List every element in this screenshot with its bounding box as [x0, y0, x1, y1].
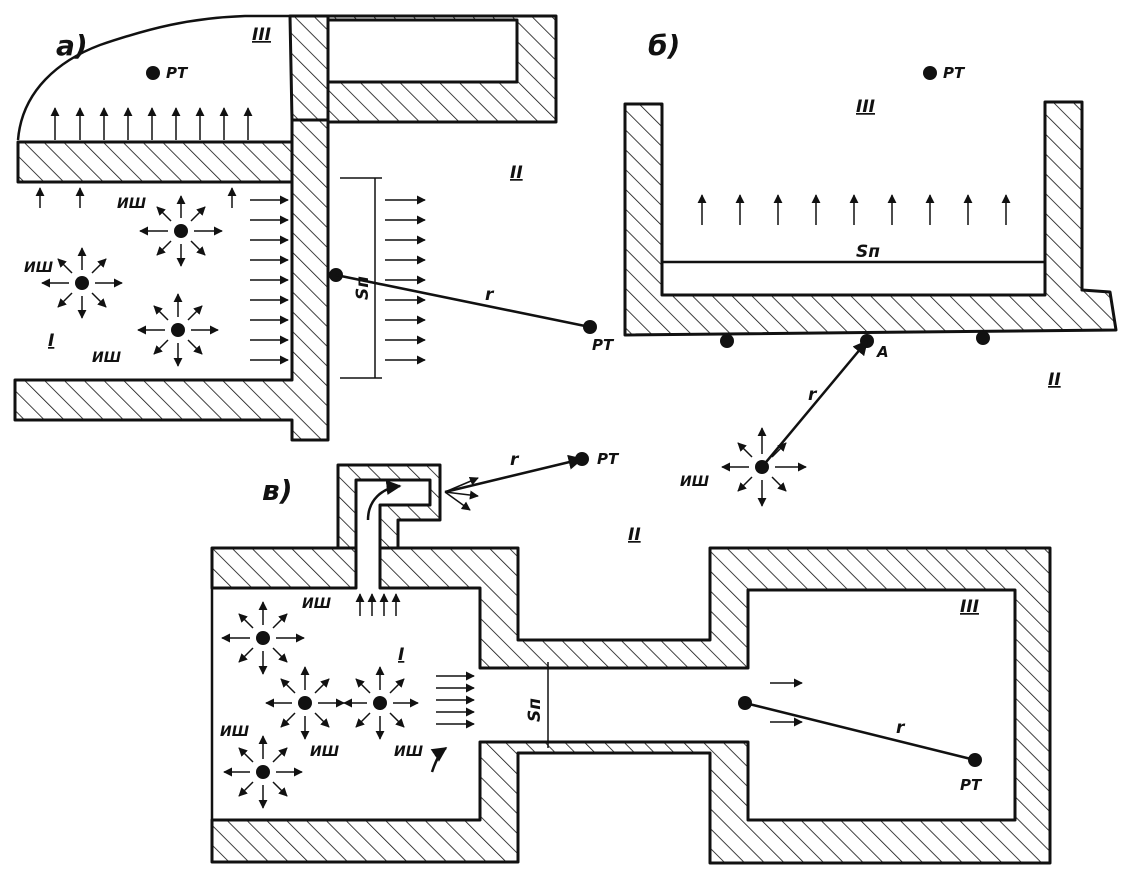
panel-c-rt-label-top: РТ [597, 450, 620, 468]
panel-a-rt-label: РТ [592, 336, 615, 354]
panel-a-upper-room-walls [326, 14, 558, 124]
panel-a-label: а) [56, 29, 88, 62]
panel-c-noise-source-4 [223, 735, 303, 809]
panel-c-source-label-3: ИШ [310, 744, 339, 760]
panel-a-zone-iii-boundary [16, 14, 290, 141]
panel-c-label: в) [262, 474, 293, 507]
panel-a-wall-arrows [250, 195, 289, 365]
panel-b-under-point-1 [720, 334, 734, 348]
panel-c-source-label-4: ИШ [394, 744, 423, 760]
panel-a-top-point-label: РТ [166, 64, 189, 82]
panel-a-source-label-2: ИШ [117, 196, 146, 212]
panel-b-point-a-label: А [876, 343, 889, 361]
panel-c-noise-source-3 [343, 666, 419, 740]
panel-c-room-iii-label: III [960, 597, 979, 617]
panel-a-noise-source-3 [137, 293, 219, 367]
panel-a-source-label-3: ИШ [92, 350, 121, 366]
panel-a-top-point [146, 66, 160, 80]
panel-c-duct-wall [336, 463, 442, 550]
panel-a-zone-ii-label: II [510, 163, 523, 183]
panel-a-ceiling-arrows [35, 107, 253, 208]
panel-c-noise-source-1 [221, 601, 305, 675]
panel-a-distance-line [335, 273, 591, 329]
panel-c-upward-arrows [355, 593, 401, 616]
panel-b-top-point [923, 66, 937, 80]
panel-a-side-wall [13, 118, 330, 442]
panel-a-source-label-1: ИШ [24, 260, 53, 276]
panel-c-distance-label-top: r [510, 450, 520, 470]
panel-b-under-point-3 [976, 331, 990, 345]
panel-c-source-label-top: ИШ [302, 596, 331, 612]
panel-c-rt-label-right: РТ [960, 776, 983, 794]
panel-c-channel-arrows [436, 671, 475, 729]
panel-c-rt-point-top [575, 452, 589, 466]
panel-a-room-label: I [48, 331, 54, 351]
panel-a: а) III РТ [13, 14, 615, 442]
panel-a-noise-source-1 [41, 247, 123, 319]
panel-c-corner-flow-arrow [430, 746, 448, 773]
panel-a-rt-point [583, 320, 597, 334]
panel-a-zone-iii-label: III [252, 25, 271, 45]
panel-b-zone-iii-label: III [856, 97, 875, 117]
panel-c: в) r РТ II ИШ I [210, 450, 1052, 865]
panel-a-ceiling-slab [16, 140, 294, 184]
panel-c-duct-outlet-arrows [444, 477, 479, 511]
panel-a-transmitted-arrows [385, 195, 426, 365]
panel-b-distance-label: r [808, 385, 818, 405]
panel-b: б) РТ III Sп А II r [623, 29, 1118, 507]
panel-a-vertical-wall [288, 14, 330, 122]
panel-a-distance-label: r [485, 285, 495, 305]
panel-b-upward-arrows [697, 194, 1011, 225]
panel-c-rt-point-right [968, 753, 982, 767]
panel-c-room-label: I [398, 645, 404, 665]
panel-c-duct-flow-arrow [366, 480, 402, 521]
panel-c-source-label-2: ИШ [220, 724, 249, 740]
panel-b-u-wall [623, 100, 1118, 337]
panel-b-noise-source [721, 427, 807, 507]
panel-a-noise-source-2 [139, 195, 223, 267]
panel-b-source-label: ИШ [680, 474, 709, 490]
panel-c-right-room-arrows [770, 678, 803, 727]
panel-c-left-room-top-wall-right [210, 546, 1052, 865]
panel-c-distance-line-top [444, 454, 584, 494]
panel-c-noise-source-2 [265, 666, 345, 740]
panel-c-distance-label-right: r [896, 718, 906, 738]
panel-c-partition-label: Sп [525, 698, 545, 722]
panel-b-top-point-label: РТ [943, 64, 966, 82]
panel-c-distance-line-right [744, 701, 976, 762]
panel-b-zone-ii-label: II [1048, 370, 1061, 390]
panel-c-left-room-top-wall [210, 546, 358, 590]
panel-b-partition-label: Sп [856, 242, 880, 262]
panel-b-label: б) [648, 29, 680, 62]
panel-c-zone-ii-label: II [628, 525, 641, 545]
